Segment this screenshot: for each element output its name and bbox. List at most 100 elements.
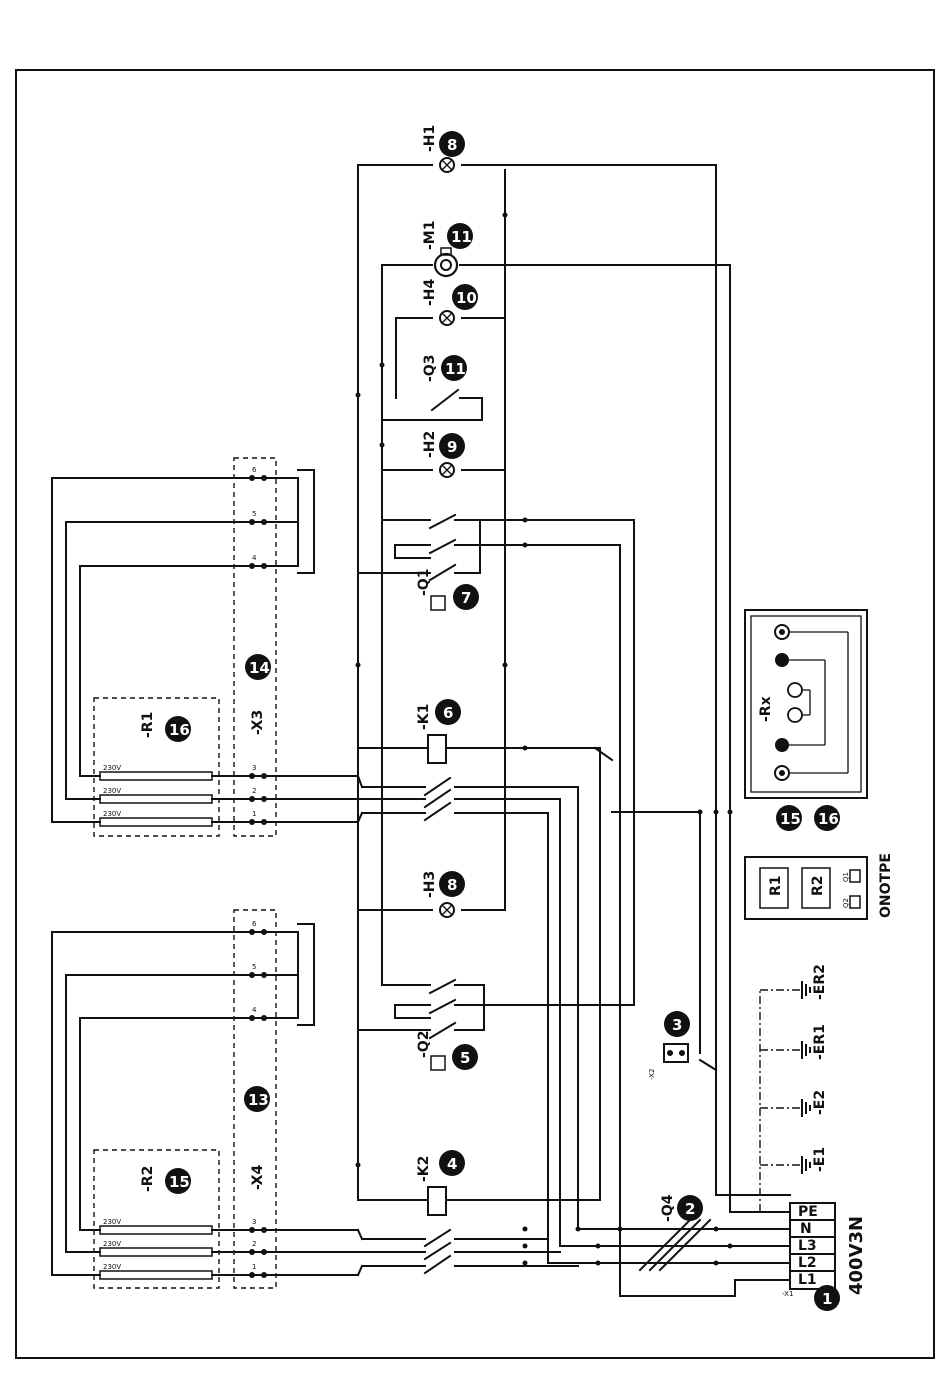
x4-pin-6: 6: [252, 920, 257, 928]
r2-voltage-3: 230V: [103, 1263, 121, 1271]
badge-3: 3: [664, 1011, 690, 1037]
supply-lines: [548, 165, 790, 1296]
supply-terminal-block: PE N L3 L2 L1 -X1: [782, 1203, 835, 1298]
x1-label: -X1: [782, 1290, 793, 1298]
r1-label: -R1: [140, 712, 156, 738]
heater-r2: 230V 230V 230V -R2: [94, 1150, 246, 1288]
x3-pin-4: 4: [252, 554, 257, 562]
badge-15a: 15: [165, 1168, 191, 1194]
svg-text:15: 15: [169, 1173, 190, 1191]
e1-label: -E1: [812, 1147, 828, 1172]
k1-label: -K1: [416, 704, 432, 730]
badge-14: 14: [245, 654, 271, 680]
badge-8a: 8: [439, 131, 465, 157]
panel-r2-label: R2: [810, 875, 826, 896]
q1-label: -Q1: [416, 569, 432, 596]
terminal-l3-label: L3: [798, 1238, 817, 1254]
x3-label: -X3: [250, 710, 266, 735]
x3-pin-3: 3: [252, 764, 256, 772]
terminal-pe-label: PE: [798, 1204, 818, 1220]
x3-pin-1: 1: [252, 810, 256, 818]
contactor-k2: -K2: [275, 1156, 578, 1275]
x3-pin-6: 6: [252, 466, 257, 474]
panel-q2-label: Q2: [842, 898, 850, 908]
h2-label: -H2: [422, 431, 438, 458]
thermostat-q1: -Q1: [358, 515, 634, 1296]
x2-label: -X2: [648, 1069, 656, 1080]
badge-16b: 16: [814, 805, 840, 831]
safety-thermostat-x2: -X2: [648, 812, 716, 1080]
q3-label: -Q3: [422, 355, 438, 382]
badge-11b: 11: [441, 355, 467, 381]
svg-text:9: 9: [447, 438, 457, 456]
svg-text:5: 5: [460, 1049, 470, 1067]
r2-voltage-2: 230V: [103, 1240, 121, 1248]
thermostat-q2: -Q2: [358, 980, 634, 1070]
x4-pin-2: 2: [252, 1240, 256, 1248]
badge-11a: 11: [447, 223, 473, 249]
badge-13: 13: [244, 1086, 270, 1112]
x4-pin-3: 3: [252, 1218, 256, 1226]
r1-voltage-3: 230V: [103, 810, 121, 818]
panel-r1-label: R1: [768, 875, 784, 896]
er2-label: -ER2: [812, 964, 828, 1000]
er1-label: -ER1: [812, 1024, 828, 1060]
control-panel-overview: R1 R2 Q1 Q2 ONOTPE: [745, 853, 894, 919]
badge-16a: 16: [165, 716, 191, 742]
svg-text:10: 10: [456, 289, 477, 307]
svg-text:6: 6: [443, 704, 453, 722]
earth-er2-icon: [802, 982, 810, 998]
r2-label: -R2: [140, 1166, 156, 1192]
badge-6: 6: [435, 699, 461, 725]
svg-text:1: 1: [822, 1290, 832, 1308]
svg-text:11: 11: [445, 360, 466, 378]
junction-dots: [356, 213, 733, 1266]
svg-text:11: 11: [451, 228, 472, 246]
badge-1: 1: [814, 1285, 840, 1311]
svg-text:4: 4: [447, 1155, 457, 1173]
r2-voltage-1: 230V: [103, 1218, 121, 1226]
x3-terminal-pins: [246, 475, 275, 825]
svg-text:3: 3: [672, 1016, 682, 1034]
x3-pin-5: 5: [252, 510, 256, 518]
rx-label: -Rx: [758, 696, 774, 722]
terminal-l2-label: L2: [798, 1255, 817, 1271]
svg-text:16: 16: [818, 810, 839, 828]
badges: 1 2 3 4 5 6 7 8 8 9 10 11 11 13 14 15 16…: [165, 131, 840, 1311]
h3-label: -H3: [422, 871, 438, 898]
badge-8b: 8: [439, 871, 465, 897]
svg-text:16: 16: [169, 721, 190, 739]
h1-label: -H1: [422, 125, 438, 152]
svg-text:8: 8: [447, 876, 457, 894]
q2-label: -Q2: [416, 1031, 432, 1058]
h4-label: -H4: [422, 278, 438, 306]
q4-label: -Q4: [660, 1194, 676, 1222]
badge-5: 5: [452, 1044, 478, 1070]
panel-q1-label: Q1: [842, 872, 850, 882]
earth-e2-icon: [802, 1100, 810, 1116]
terminal-l1-label: L1: [798, 1272, 817, 1288]
svg-text:15: 15: [780, 810, 801, 828]
badge-7: 7: [453, 584, 479, 610]
x4-pin-1: 1: [252, 1263, 256, 1271]
earth-er1-icon: [802, 1042, 810, 1058]
badge-9: 9: [439, 433, 465, 459]
k2-label: -K2: [416, 1156, 432, 1182]
panel-title: ONOTPE: [878, 853, 894, 918]
supply-voltage-label: 400V3N: [846, 1216, 867, 1295]
earth-bus: -E1 -E2 -ER1 -ER2: [760, 964, 828, 1212]
badge-2: 2: [677, 1195, 703, 1221]
r1-voltage-1: 230V: [103, 764, 121, 772]
terminal-block-x4: 6 5 4 3 2 1 -X4: [52, 910, 314, 1288]
heater-r1: 230V 230V 230V -R1: [94, 698, 246, 836]
earth-e1-icon: [802, 1157, 810, 1173]
e2-label: -E2: [812, 1090, 828, 1115]
svg-text:7: 7: [461, 589, 471, 607]
svg-text:8: 8: [447, 136, 457, 154]
badge-15b: 15: [776, 805, 802, 831]
x4-pin-4: 4: [252, 1006, 257, 1014]
x4-label: -X4: [250, 1165, 266, 1190]
hotplate-rx-detail: -Rx: [745, 610, 867, 798]
x4-pin-5: 5: [252, 963, 256, 971]
